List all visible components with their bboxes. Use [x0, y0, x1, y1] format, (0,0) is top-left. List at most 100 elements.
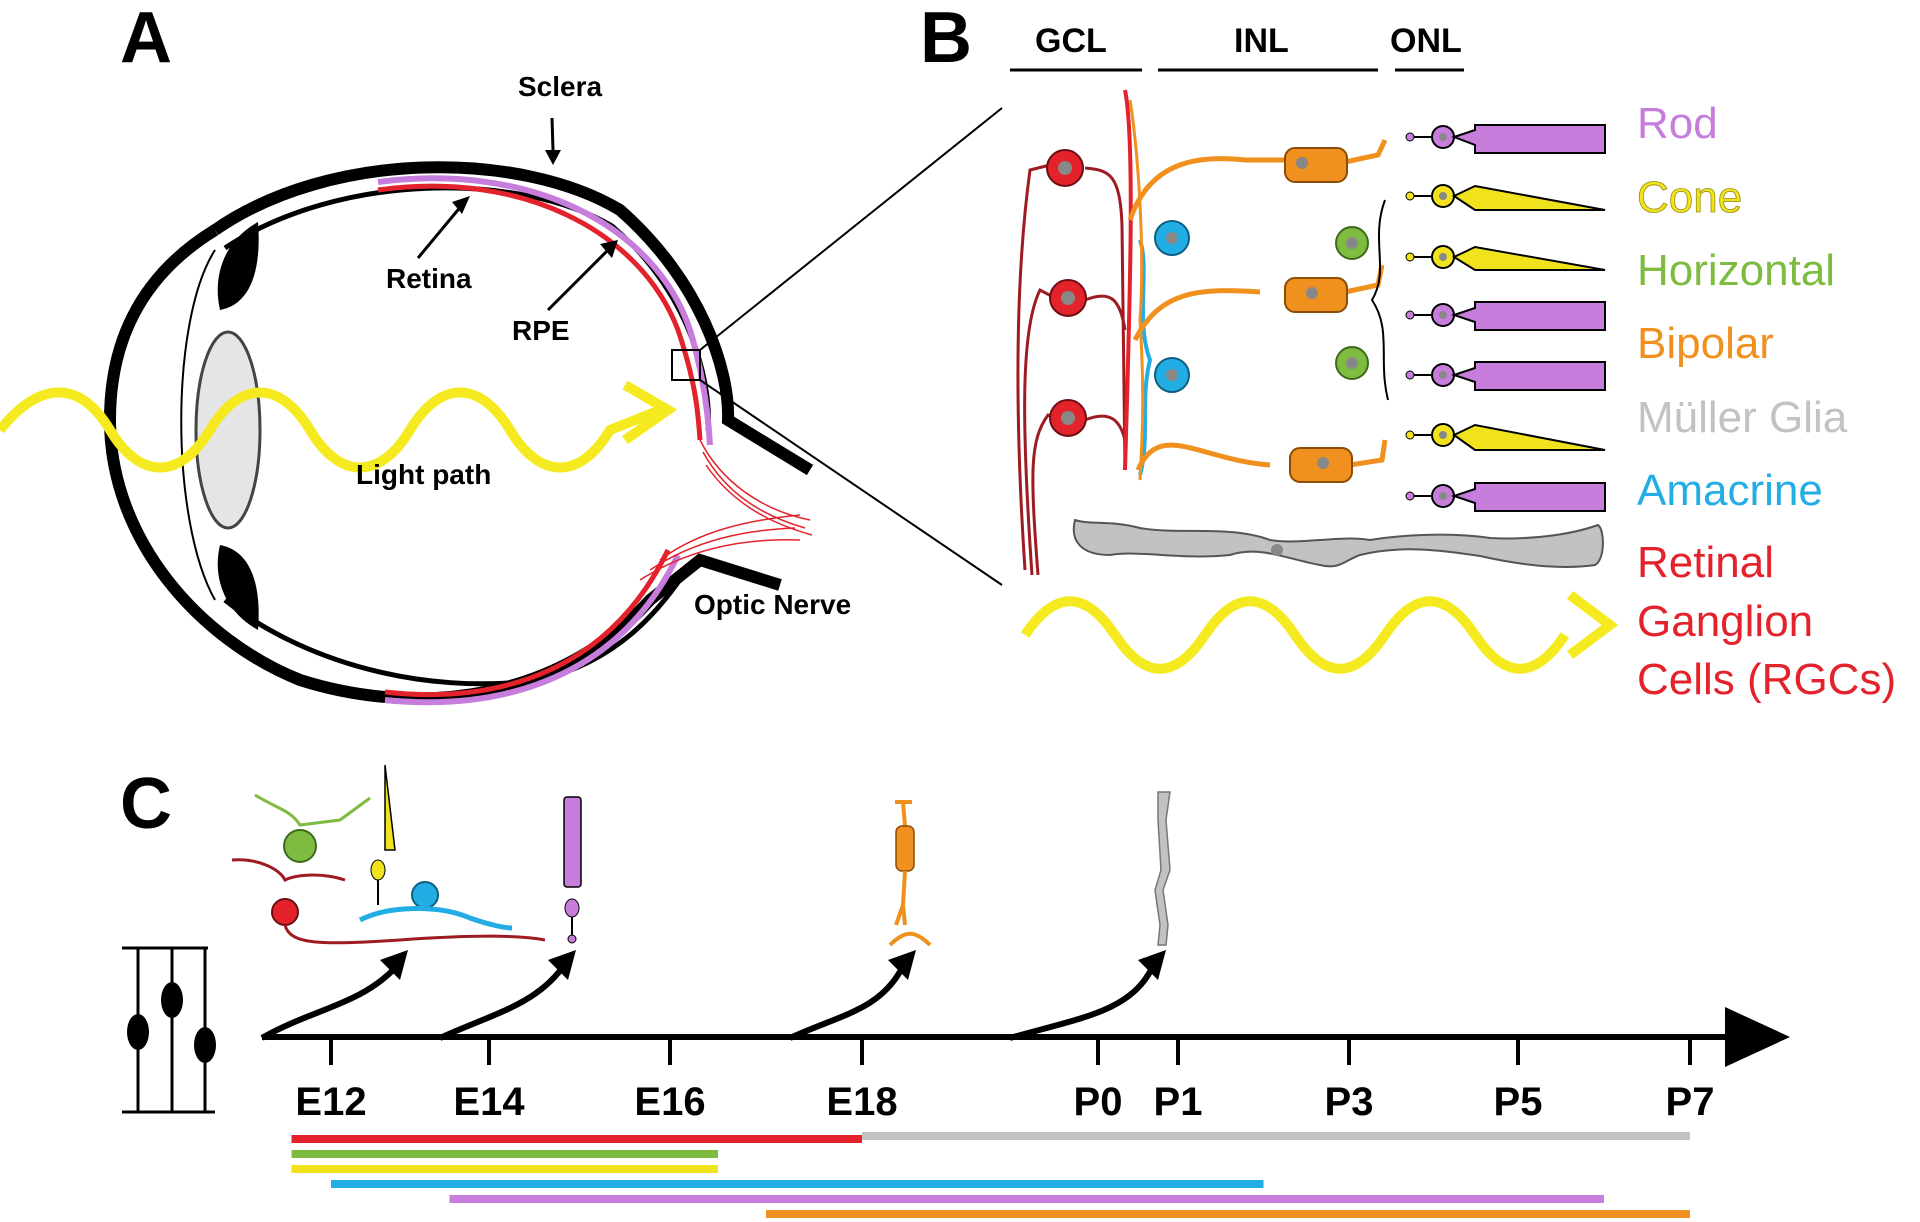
rgc-axon	[1023, 287, 1056, 576]
light-path-arrowhead	[622, 380, 678, 445]
timeline-tick-label: P7	[1666, 1080, 1715, 1124]
bipolar-process	[1135, 439, 1388, 472]
retina-cell-diagram	[1016, 89, 1619, 674]
cone-cell	[1405, 245, 1606, 271]
rpe-label: RPE	[512, 315, 570, 346]
cone-cell	[1405, 423, 1606, 451]
rod-icon	[563, 796, 582, 944]
rgc-axon	[1031, 413, 1059, 576]
nucleus	[1058, 161, 1072, 175]
nucleus	[1306, 287, 1318, 299]
bipolar-process	[1127, 138, 1388, 221]
timeline-tick-label: E14	[453, 1080, 525, 1124]
optic-fiber	[699, 439, 811, 521]
optic-fiber	[649, 527, 796, 571]
timeline-tick-label: P1	[1154, 1080, 1203, 1124]
zoom-line-top	[699, 107, 1003, 351]
muller-glia-cell	[1072, 518, 1604, 568]
zoom-box	[671, 349, 701, 381]
nucleus	[1271, 544, 1283, 556]
rod-cell	[1405, 124, 1606, 154]
timeline-ticks: E12 E14 E16 E18 P0 P1 P3 P5 P7	[295, 1037, 1714, 1124]
retina-arrow	[416, 204, 464, 259]
legend-label: Müller Glia	[1637, 393, 1848, 442]
differentiation-arrows	[260, 950, 1166, 1041]
timeline-tick-label: E18	[826, 1080, 897, 1124]
sclera-arrow	[550, 117, 555, 151]
rod-cell	[1405, 361, 1606, 391]
rgc-dendrite	[1084, 414, 1127, 441]
horizontal-process	[1370, 199, 1389, 401]
legend-label: Cone	[1637, 173, 1742, 222]
rgc-dendrite	[1084, 166, 1127, 471]
timeline-bars	[291, 1132, 1690, 1218]
progenitor-cells	[122, 946, 216, 1114]
bipolar-process	[1128, 99, 1145, 481]
legend-label: Cells (RGCs)	[1637, 655, 1896, 704]
eye-diagram	[0, 107, 1003, 706]
rgc-axon	[1016, 163, 1051, 571]
retina-label: Retina	[386, 263, 472, 294]
timeline-tick-label: P0	[1074, 1080, 1123, 1124]
rgc-dendrite	[1084, 294, 1127, 331]
layer-gcl-label: GCL	[1035, 22, 1107, 60]
nucleus	[1061, 411, 1075, 425]
muller-glia-icon	[1154, 791, 1171, 946]
arrowhead	[600, 240, 618, 258]
nucleus	[1346, 357, 1358, 369]
bipolar-cell	[1284, 147, 1348, 183]
light-path-wave	[0, 387, 662, 473]
arrowhead	[452, 196, 470, 214]
rpe-arrow	[546, 246, 612, 312]
legend-label: Ganglion	[1637, 597, 1813, 646]
legend-label: Bipolar	[1637, 319, 1774, 368]
amacrine-process	[1138, 239, 1153, 476]
legend-label: Amacrine	[1637, 466, 1823, 515]
timeline-tick-label: P5	[1494, 1080, 1543, 1124]
light-path-arrowhead-b	[1567, 591, 1619, 659]
nucleus	[1317, 457, 1329, 469]
timeline-arrowhead	[1725, 1007, 1790, 1067]
sclera-upper	[211, 161, 814, 476]
nucleus	[1166, 232, 1178, 244]
iris-upper	[217, 222, 259, 310]
timeline-tick-label: E12	[295, 1080, 366, 1124]
early-born-cells-icon	[231, 764, 546, 945]
light-path-label: Light path	[356, 459, 491, 490]
bipolar-icon	[888, 800, 932, 947]
legend-label: Horizontal	[1637, 246, 1835, 295]
rpe-layer	[377, 183, 703, 441]
rpe-layer-lower	[384, 548, 671, 697]
nucleus	[1061, 291, 1075, 305]
timeline-tick-label: E16	[634, 1080, 705, 1124]
retina-layer-lower	[384, 553, 681, 706]
zoom-line-bottom	[699, 379, 1003, 586]
lens	[194, 330, 262, 530]
iris-lower	[217, 545, 259, 630]
optic-fiber	[702, 451, 806, 529]
panel-c-label: C	[120, 764, 172, 844]
optic-fiber	[705, 464, 813, 536]
cone-cell	[1405, 184, 1606, 211]
legend-label: Rod	[1637, 99, 1718, 148]
rgc-dendrite-trunk	[1123, 89, 1133, 471]
optic-nerve-label: Optic Nerve	[694, 589, 851, 620]
layer-onl-label: ONL	[1390, 22, 1462, 60]
light-path-wave-b	[1020, 596, 1570, 674]
cornea	[180, 249, 216, 601]
rod-cell	[1405, 482, 1606, 512]
nucleus	[1296, 157, 1308, 169]
timeline-tick-label: P3	[1325, 1080, 1374, 1124]
nucleus	[1166, 369, 1178, 381]
panel-b-label: B	[920, 0, 972, 78]
legend-label: Retinal	[1637, 538, 1774, 587]
sclera-label: Sclera	[518, 71, 602, 102]
retina-layer	[377, 175, 713, 446]
nucleus	[1346, 237, 1358, 249]
optic-fiber	[659, 514, 801, 561]
panel-a-label: A	[120, 0, 172, 78]
arrowhead	[545, 150, 561, 165]
optic-fiber	[639, 539, 801, 581]
